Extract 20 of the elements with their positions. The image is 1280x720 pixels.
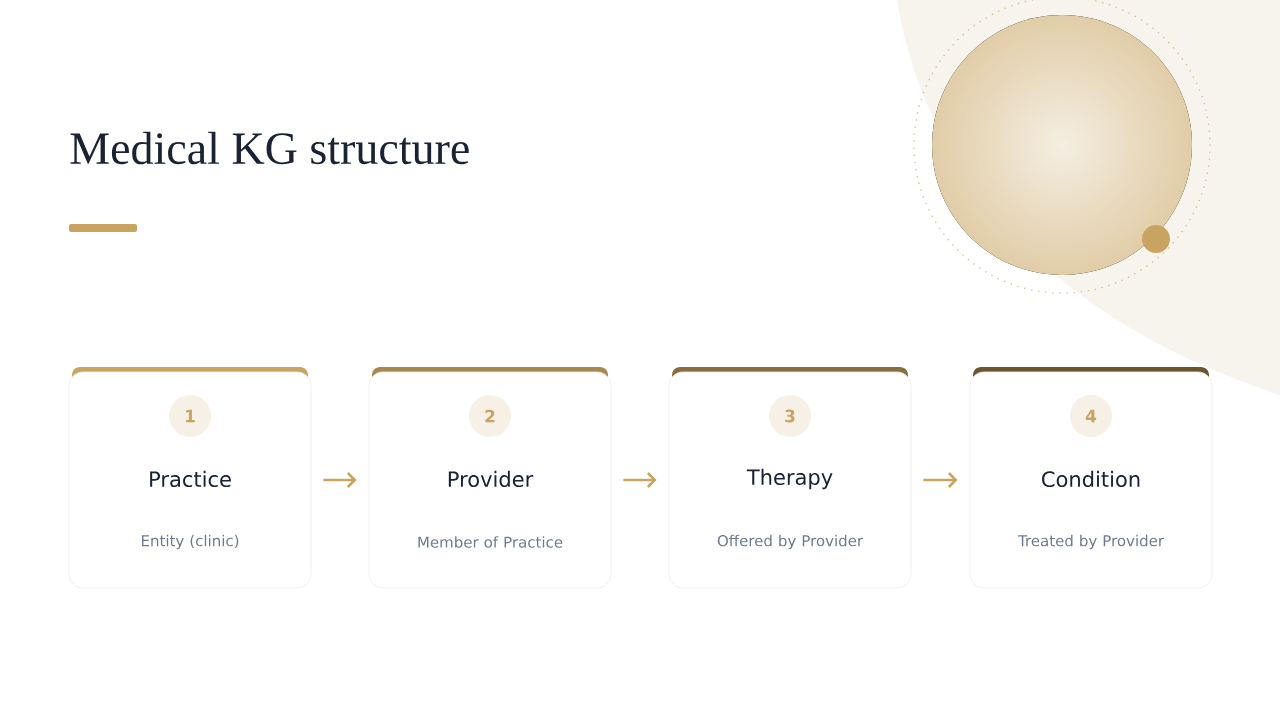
card-title: Provider (448, 470, 534, 488)
step-number: 4 (1085, 409, 1097, 423)
step-card (368, 367, 612, 589)
arrow (923, 472, 958, 488)
card-description: Treated by Provider (1017, 534, 1164, 550)
step-number: 3 (785, 409, 795, 423)
arrow (623, 472, 657, 488)
card-description: Offered by Provider (717, 534, 864, 550)
step-card (668, 367, 912, 589)
card-title: Practice (150, 470, 231, 488)
card-title: Therapy (746, 468, 833, 490)
step-card (969, 367, 1213, 589)
card-description: Member of Practice (418, 536, 563, 548)
step-number: 1 (186, 409, 195, 423)
card-title: Condition (1042, 470, 1140, 488)
card-description: Entity (clinic) (142, 534, 239, 550)
slide-title: Medical KG structure (70, 131, 469, 165)
step-number: 2 (485, 409, 495, 423)
step-card (68, 367, 312, 589)
arrow (323, 472, 357, 488)
